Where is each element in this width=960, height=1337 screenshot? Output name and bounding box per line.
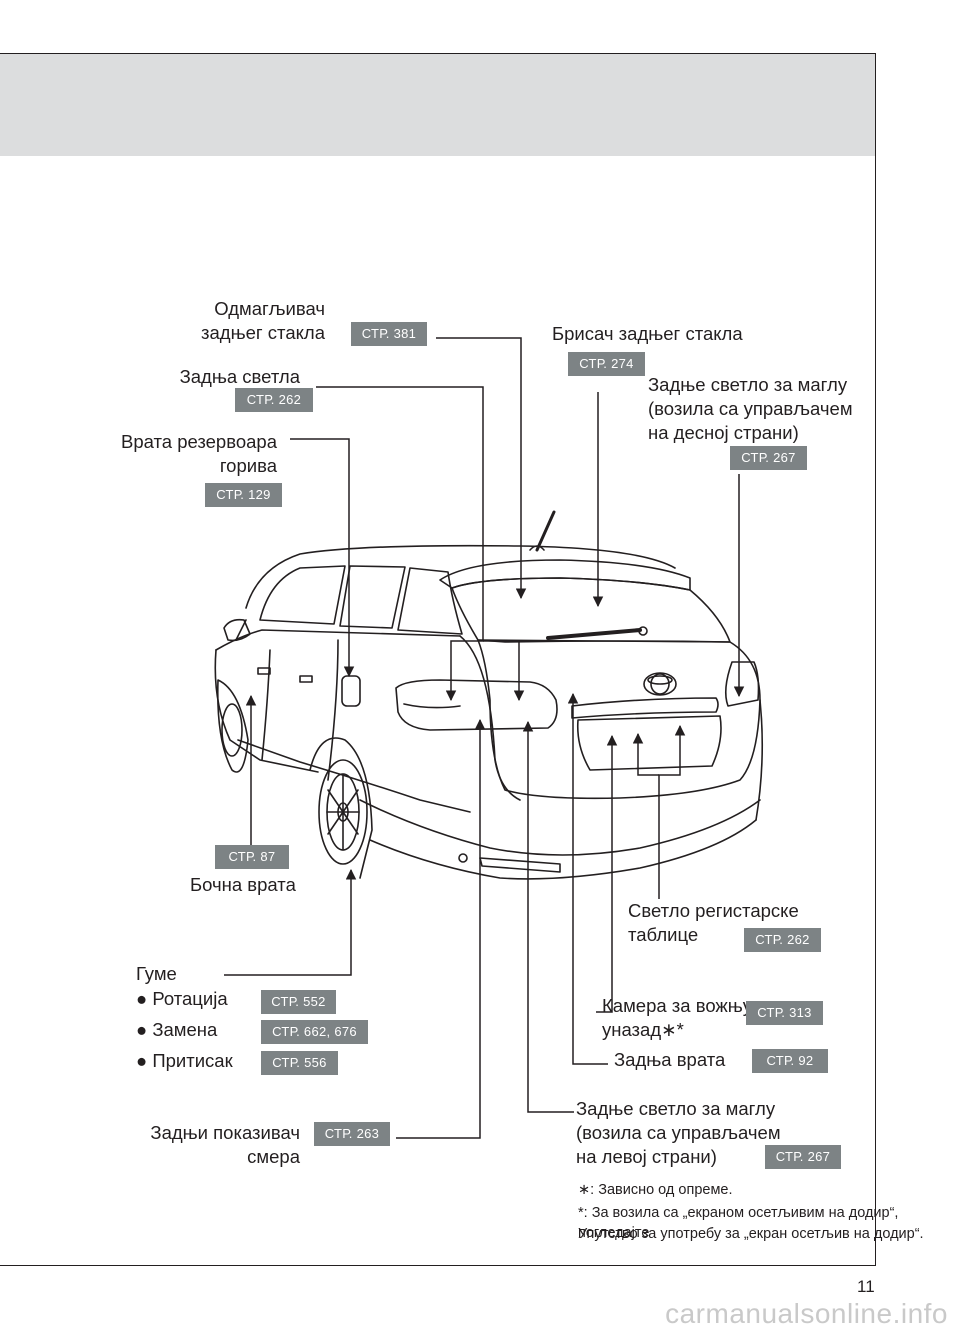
footnote-touchscreen-cont: Упутство за употребу за „екран осетљив н…	[578, 1226, 924, 1242]
side-doors-page-badge[interactable]: СТР. 87	[215, 845, 289, 869]
rear-lights-page-badge[interactable]: СТР. 262	[235, 388, 313, 412]
rear-fog-left-page-badge[interactable]: СТР. 267	[765, 1145, 841, 1169]
rear-wiper-label: Брисач задњег стакла	[552, 323, 743, 344]
rear-fog-right-label: Задње светло за маглу (возила са управља…	[648, 374, 853, 443]
rear-fog-right-page-badge[interactable]: СТР. 267	[730, 446, 807, 470]
rear-camera-page-badge[interactable]: СТР. 313	[746, 1001, 823, 1025]
rear-lights-label: Задња светла	[179, 366, 300, 387]
rear-wiper-page-badge[interactable]: СТР. 274	[568, 352, 645, 376]
rear-defogger-page-badge[interactable]: СТР. 381	[351, 322, 427, 346]
tires-pressure-page-badge[interactable]: СТР. 556	[261, 1051, 338, 1075]
rear-turn-label: Задњи показивач смера	[150, 1122, 300, 1167]
tires-title: Гуме	[136, 963, 177, 984]
page-number: 11	[857, 1277, 875, 1296]
back-door-label: Задња врата	[614, 1049, 726, 1070]
equipment-mark: ∗*	[661, 1019, 684, 1040]
footnote-touchscreen: *: За возила са „екраном осетљивим на до…	[578, 1205, 899, 1241]
rear-camera-label: Камера за вожњу уназад∗*	[602, 970, 752, 1042]
side-doors-label: Бочна врата	[190, 874, 296, 895]
page-frame	[0, 53, 876, 1266]
plate-light-page-badge[interactable]: СТР. 262	[744, 928, 821, 952]
back-door-page-badge[interactable]: СТР. 92	[752, 1049, 828, 1073]
watermark: carmanualsonline.info	[665, 1298, 948, 1329]
footnote-equipment: ∗: Зависно од опреме.	[578, 1182, 733, 1198]
plate-light-label: Светло регистарске таблице	[628, 900, 799, 945]
rear-camera-label-text: Камера за вожњу уназад	[602, 995, 753, 1040]
tires-pressure-label: ● Притисак	[136, 1050, 233, 1071]
rear-fog-left-label: Задње светло за маглу (возила са управља…	[576, 1098, 781, 1167]
tires-replace-label: ● Замена	[136, 1019, 218, 1040]
header-band	[0, 54, 875, 156]
fuel-door-label: Врата резервоара горива	[120, 431, 277, 476]
tires-replace-page-badge[interactable]: СТР. 662, 676	[261, 1020, 368, 1044]
fuel-door-page-badge[interactable]: СТР. 129	[205, 483, 282, 507]
rear-turn-page-badge[interactable]: СТР. 263	[314, 1122, 390, 1146]
rear-defogger-label: Одмагљивач задњег стакла	[201, 298, 325, 343]
tires-rotation-page-badge[interactable]: СТР. 552	[261, 990, 336, 1014]
tires-rotation-label: ● Ротација	[136, 988, 228, 1009]
